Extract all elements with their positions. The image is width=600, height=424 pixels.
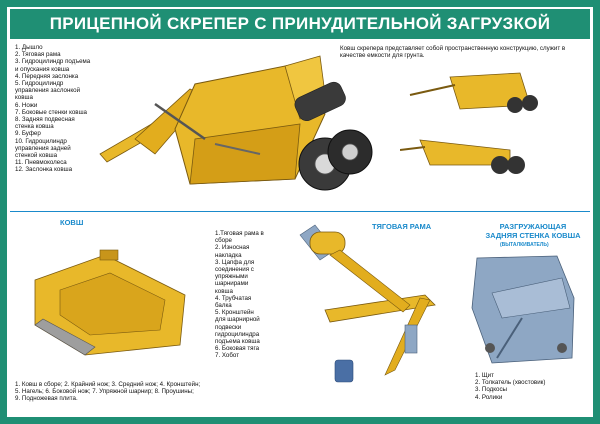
rear-wall-strut xyxy=(496,317,523,359)
frame-legend-line: гидроцилиндра xyxy=(215,330,260,338)
frame-section-title: ТЯГОВАЯ РАМА xyxy=(372,222,432,231)
wheel-hub xyxy=(341,143,359,161)
rear-wall-legend-line: 4. Ролики xyxy=(475,393,503,401)
main-legend-item: 2. Тяговая рама xyxy=(15,51,61,59)
main-legend-item: 10. Гидроцилиндр xyxy=(15,137,67,145)
frame-legend-line: 7. Хобот xyxy=(215,352,240,360)
frame-legend-line: 2. Износная xyxy=(215,244,250,252)
frame-legend-line: подвески xyxy=(215,323,242,331)
main-legend-item: 4. Передняя заслонка xyxy=(15,72,79,80)
frame-legend-line: шарнирами xyxy=(215,280,249,288)
frame-legend-line: 5. Кронштейн xyxy=(215,309,254,317)
main-legend-item: 6. Ножи xyxy=(15,101,38,109)
frame-legend-line: 4. Трубчатая xyxy=(215,294,252,302)
loading-elevator xyxy=(294,81,346,122)
rear-wall-legend: 1. Щит 2. Толкатель (хвостовик) 3. Подко… xyxy=(475,372,545,401)
frame-legend: 1.Тяговая рама в сборе 2. Износная накла… xyxy=(215,230,264,360)
bucket-section-title: КОВШ xyxy=(60,218,84,227)
frame-legend-line: упряжными xyxy=(215,273,248,281)
main-legend-item: управления задней xyxy=(15,144,71,152)
frame-legend-line: накладка xyxy=(215,251,242,259)
main-legend-item: 8. Задняя подвесная xyxy=(15,116,75,124)
frame-trunnion xyxy=(309,231,346,255)
main-legend-item: 9. Буфер xyxy=(15,130,41,138)
wear-pad xyxy=(334,359,354,383)
main-legend-item: 11. Пневмоколеса xyxy=(15,159,67,167)
rear-wall-legend-line: 1. Щит xyxy=(475,372,494,379)
cutting-knives xyxy=(34,318,96,356)
scraper-side-view xyxy=(400,72,538,174)
bucket-legend-line: 1. Ковш в сборе; 2. Крайний нож; 3. Сред… xyxy=(15,381,201,388)
frame-legend-line: ковша xyxy=(215,287,233,295)
main-legend-item: 1. Дышло xyxy=(15,44,43,51)
main-legend-item: стенка ковша xyxy=(15,123,54,131)
bucket-legend: 1. Ковш в сборе; 2. Крайний нож; 3. Сред… xyxy=(15,381,200,403)
frame-illustration xyxy=(299,224,436,383)
frame-side-link xyxy=(329,249,411,313)
main-legend-item: ковша xyxy=(15,94,33,102)
main-legend: 1. Дышло 2. Тяговая рама 3. Гидроцилиндр… xyxy=(15,44,90,174)
frame-legend-line: подъема ковша xyxy=(215,338,260,346)
main-legend-item: 3. Гидроцилиндр подъема xyxy=(15,58,91,66)
frame-legend-line: 3. Цапфа для xyxy=(215,258,255,266)
rear-wall-roller xyxy=(557,343,567,353)
side-view-wheel xyxy=(507,97,523,113)
side-view-wheel xyxy=(522,95,538,111)
main-legend-item: 7. Боковые стенки ковша xyxy=(15,108,88,116)
apron-cylinder xyxy=(214,143,261,155)
rear-wall-legend-line: 3. Подкосы xyxy=(475,386,508,394)
frame-legend-line: 6. Боковая тяга xyxy=(215,345,260,353)
side-view-drawbar xyxy=(409,84,456,96)
main-legend-item: и опускания ковша xyxy=(15,65,70,73)
main-legend-item: стенкой ковша xyxy=(15,152,58,160)
rear-wall-section-title: РАЗГРУЖАЮЩАЯ ЗАДНЯЯ СТЕНКА КОВША xyxy=(485,222,581,240)
main-legend-item: 5. Гидроцилиндр xyxy=(15,80,64,88)
description-line: Ковш скрепера представляет собой простра… xyxy=(340,45,566,52)
side-view-wheel xyxy=(491,156,509,174)
page-title: ПРИЦЕПНОЙ СКРЕПЕР С ПРИНУДИТЕЛЬНОЙ ЗАГРУ… xyxy=(10,9,590,39)
rear-wall-pusher xyxy=(491,277,571,319)
frame-legend-line: сборе xyxy=(215,237,232,245)
bucket-legend-line: 9. Подножевая плита. xyxy=(15,395,78,403)
bucket-inner xyxy=(59,272,166,336)
frame-legend-line: 1.Тяговая рама в xyxy=(215,230,264,237)
scraper-illustration xyxy=(99,55,373,191)
frame-bracket xyxy=(404,324,418,354)
bucket-side-wall xyxy=(189,123,301,185)
frame-legend-line: для шарнирной xyxy=(215,316,260,324)
rear-wall-section-subtitle: (ВЫТАЛКИВАТЕЛЬ) xyxy=(500,242,549,248)
rear-wall-illustration xyxy=(471,255,575,364)
bucket-legend-line: 5. Нагель; 6. Боковой нож; 7. Упряжной ш… xyxy=(15,388,194,396)
section-divider xyxy=(10,211,590,212)
side-view-wheel xyxy=(507,156,525,174)
frame-legend-line: соединения с xyxy=(215,266,254,274)
main-legend-item: управления заслонкой xyxy=(15,87,81,95)
rear-wall-roller xyxy=(485,343,495,353)
description-line: качестве емкости для грунта. xyxy=(340,52,425,60)
description: Ковш скрепера представляет собой простра… xyxy=(340,45,565,59)
side-view-drawbar-lower xyxy=(400,146,426,151)
rear-wall-legend-line: 2. Толкатель (хвостовик) xyxy=(475,379,546,387)
lift-cylinder xyxy=(154,102,206,141)
main-legend-item: 12. Заслонка ковша xyxy=(15,166,73,174)
frame-legend-line: балка xyxy=(215,302,232,310)
hitch-joint xyxy=(99,249,119,261)
bucket-illustration xyxy=(34,249,186,356)
